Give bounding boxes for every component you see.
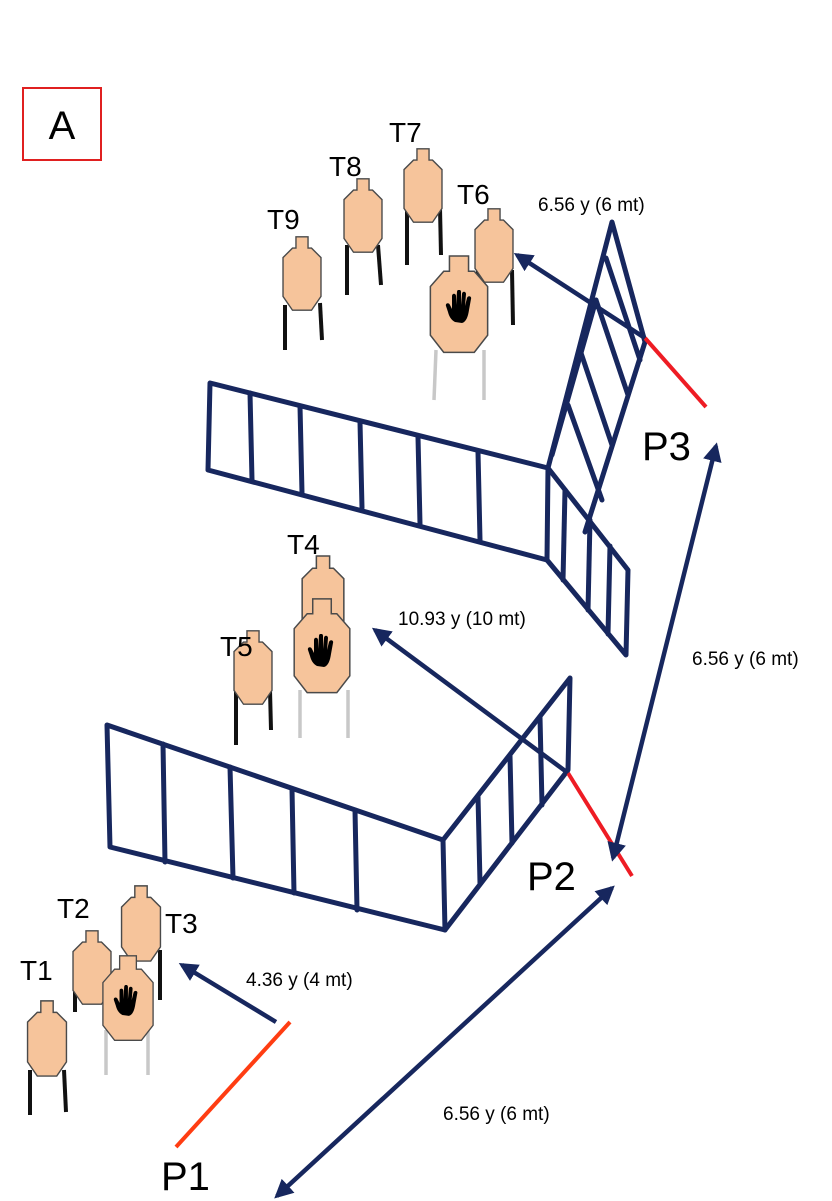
target-label-t2: T2 bbox=[57, 893, 90, 924]
target-t5 bbox=[233, 630, 273, 745]
position-label-p1: P1 bbox=[161, 1155, 210, 1199]
distance-label-mid-right: 6.56 y (6 mt) bbox=[692, 649, 799, 670]
distance-label-p1-target: 4.36 y (4 mt) bbox=[246, 970, 353, 991]
target-label-t9: T9 bbox=[267, 204, 300, 235]
stage-label-box: A bbox=[22, 87, 102, 161]
target-label-t5: T5 bbox=[220, 631, 253, 662]
arrow-p3-to-targets bbox=[513, 252, 647, 340]
target-t9 bbox=[282, 236, 324, 350]
position-label-p3: P3 bbox=[642, 425, 691, 469]
position-label-p2: P2 bbox=[527, 855, 576, 899]
fault-line-p1 bbox=[174, 1020, 292, 1149]
target-t1 bbox=[26, 1000, 68, 1115]
target-t3 bbox=[120, 885, 162, 1000]
arrow-p2-to-targets bbox=[371, 627, 570, 775]
target-label-t6: T6 bbox=[457, 179, 490, 210]
fault-line-p3 bbox=[643, 336, 708, 409]
no-shoot-target-top bbox=[429, 255, 489, 401]
stage-label: A bbox=[49, 104, 76, 148]
arrow-p1-to-targets bbox=[178, 963, 278, 1024]
arrow-p2-p3 bbox=[607, 442, 722, 862]
target-label-t7: T7 bbox=[389, 117, 422, 148]
target-t7 bbox=[403, 148, 443, 265]
target-t2 bbox=[72, 930, 112, 1012]
distance-label-top: 6.56 y (6 mt) bbox=[538, 195, 645, 216]
target-label-t1: T1 bbox=[20, 955, 53, 986]
distance-label-bottom: 6.56 y (6 mt) bbox=[443, 1104, 550, 1125]
arrow-p1-p2 bbox=[274, 885, 615, 1199]
target-t8 bbox=[343, 178, 383, 295]
middle-wall bbox=[104, 675, 573, 933]
no-shoot-target-bottom bbox=[102, 955, 154, 1075]
distance-label-p2-target: 10.93 y (10 mt) bbox=[398, 609, 526, 630]
no-shoot-target-middle bbox=[293, 598, 351, 738]
target-label-t4: T4 bbox=[287, 529, 320, 560]
top-wall bbox=[205, 219, 648, 658]
target-label-t8: T8 bbox=[329, 151, 362, 182]
target-label-t3: T3 bbox=[165, 908, 198, 939]
